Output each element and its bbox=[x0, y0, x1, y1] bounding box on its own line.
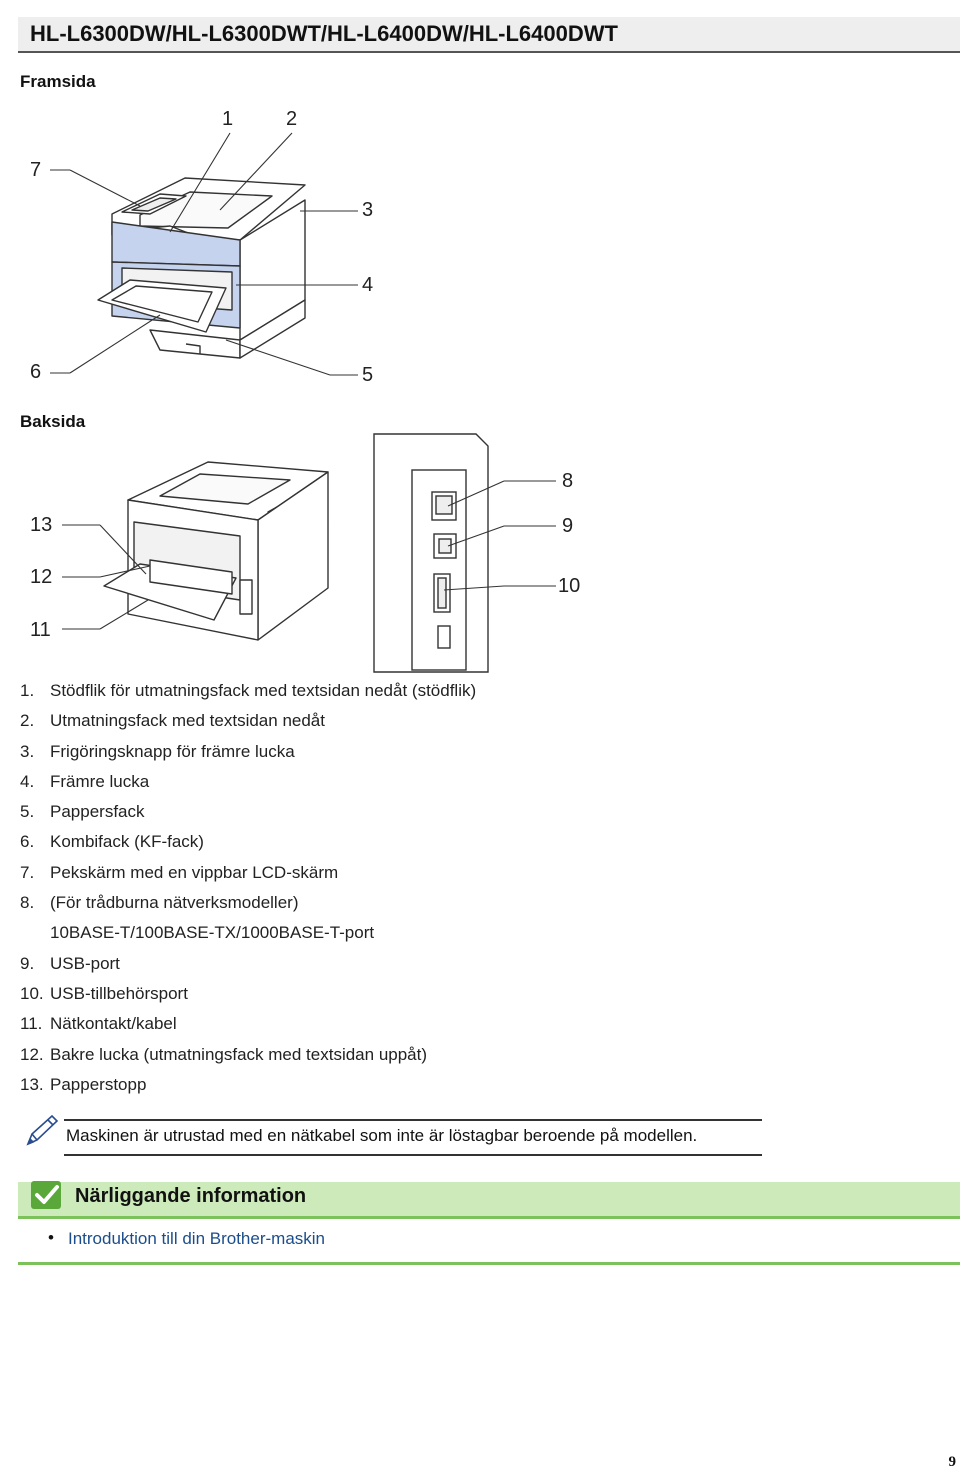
list-item: 9.USB-port bbox=[20, 953, 120, 973]
related-info-rule bbox=[18, 1216, 960, 1219]
page-title: HL-L6300DW/HL-L6300DWT/HL-L6400DW/HL-L64… bbox=[30, 21, 618, 46]
list-item: 11.Nätkontakt/kabel bbox=[20, 1014, 177, 1034]
front-callout-3: 3 bbox=[362, 199, 374, 221]
front-printer-illustration bbox=[50, 132, 358, 376]
list-item: 12.Bakre lucka (utmatningsfack med texts… bbox=[20, 1044, 428, 1064]
list-item: 13.Papperstopp bbox=[20, 1074, 147, 1094]
list-item: 10BASE-T/100BASE-TX/1000BASE-T-port bbox=[50, 923, 375, 943]
back-printer-illustration bbox=[62, 433, 556, 673]
list-item: 3.Frigöringsknapp för främre lucka bbox=[20, 741, 295, 761]
front-callout-1: 1 bbox=[222, 108, 234, 130]
front-callout-2: 2 bbox=[286, 108, 298, 130]
title-bar: HL-L6300DW/HL-L6300DWT/HL-L6400DW/HL-L64… bbox=[18, 17, 960, 53]
pencil-icon bbox=[26, 1114, 59, 1146]
list-item: 1.Stödflik för utmatningsfack med textsi… bbox=[20, 681, 477, 700]
related-info-bottom-rule bbox=[18, 1262, 960, 1265]
list-item: 6.Kombifack (KF-fack) bbox=[20, 832, 204, 852]
list-item: 5.Pappersfack bbox=[20, 802, 145, 822]
back-view-label: Baksida bbox=[20, 412, 86, 431]
front-callout-7: 7 bbox=[30, 159, 42, 181]
checkmark-icon bbox=[31, 1181, 61, 1209]
front-view-label: Framsida bbox=[20, 72, 96, 91]
parts-list: 1.Stödflik för utmatningsfack med textsi… bbox=[20, 679, 476, 1103]
bullet: • bbox=[48, 1228, 54, 1247]
list-item: 8.(För trådburna nätverksmodeller) bbox=[20, 893, 299, 913]
back-callout-8: 8 bbox=[562, 470, 574, 492]
note-top-rule bbox=[64, 1119, 762, 1121]
related-link[interactable]: Introduktion till din Brother-maskin bbox=[68, 1229, 326, 1248]
related-info-header: Närliggande information bbox=[18, 1181, 960, 1216]
back-callout-12: 12 bbox=[30, 566, 53, 588]
list-item: 7.Pekskärm med en vippbar LCD-skärm bbox=[20, 862, 339, 882]
list-item: 10.USB-tillbehörsport bbox=[20, 983, 188, 1003]
front-callout-4: 4 bbox=[362, 274, 374, 296]
list-item: 4.Främre lucka bbox=[20, 771, 150, 791]
list-item: 2.Utmatningsfack med textsidan nedåt bbox=[20, 711, 325, 731]
back-callout-13: 13 bbox=[30, 514, 53, 536]
back-callout-10: 10 bbox=[558, 575, 581, 597]
note-bottom-rule bbox=[64, 1154, 762, 1156]
note-text: Maskinen är utrustad med en nätkabel som… bbox=[66, 1126, 698, 1145]
front-callout-5: 5 bbox=[362, 364, 374, 386]
related-info-title: Närliggande information bbox=[75, 1185, 307, 1207]
back-callout-9: 9 bbox=[562, 515, 574, 537]
page-number: 9 bbox=[948, 1454, 957, 1470]
front-callout-6: 6 bbox=[30, 361, 42, 383]
back-callout-11: 11 bbox=[30, 619, 51, 641]
